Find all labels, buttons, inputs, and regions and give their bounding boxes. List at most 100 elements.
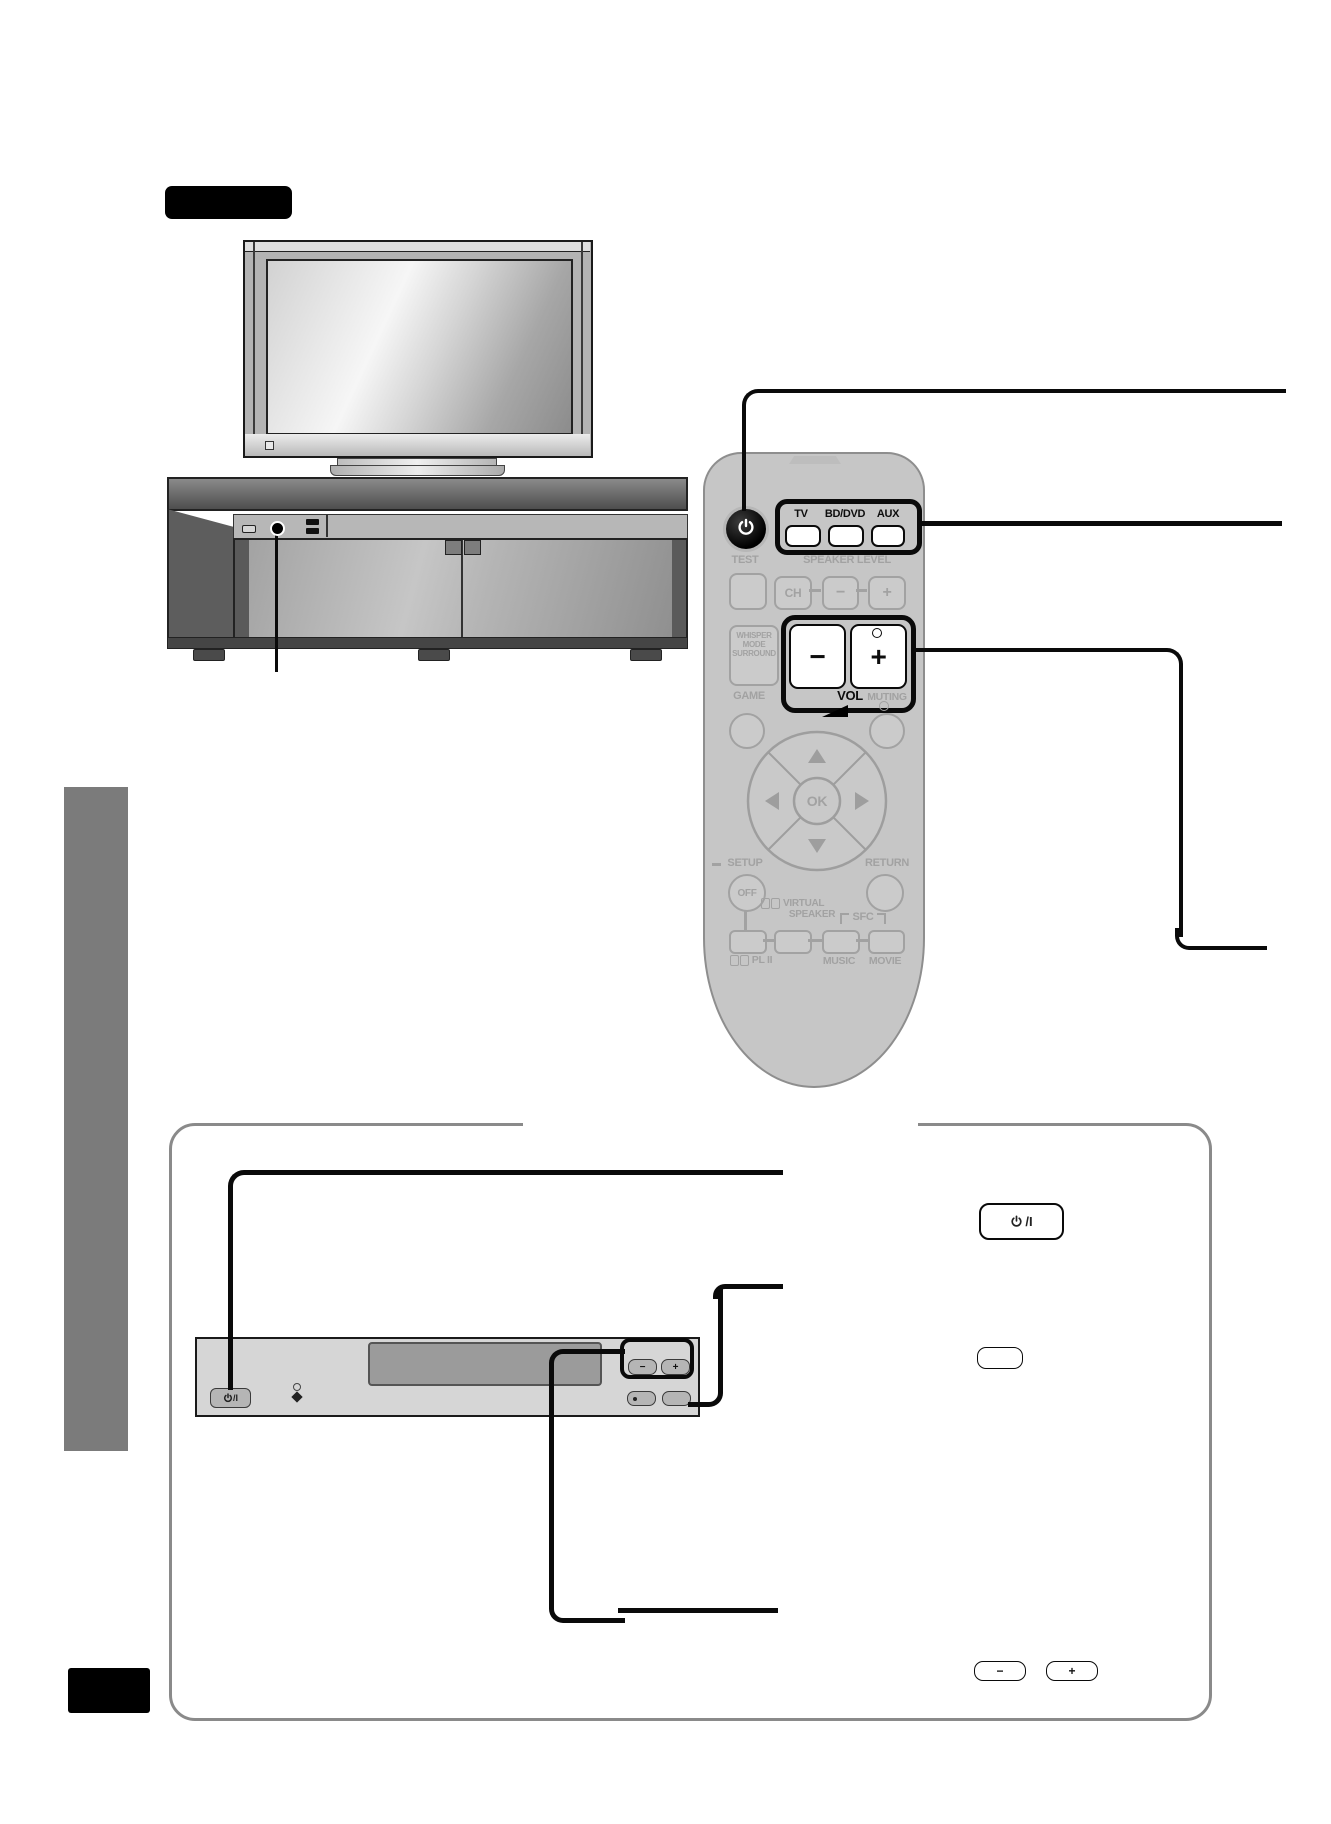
rack-unit-band	[233, 514, 688, 539]
speaker-minus-button: −	[822, 576, 859, 610]
sensor-diamond-icon	[291, 1391, 303, 1403]
connector	[809, 589, 821, 592]
vol-plus-indicator-icon	[872, 628, 882, 638]
connector	[856, 939, 868, 942]
vol-minus-glyph: −	[809, 640, 826, 672]
connector	[763, 939, 774, 942]
game-label: GAME	[733, 690, 765, 702]
unit-callout-line	[275, 531, 278, 672]
dolby-double-d-icon	[761, 898, 780, 909]
vol-label: VOL	[837, 688, 863, 703]
panel-power-button: /I	[210, 1388, 251, 1408]
aux-button	[871, 525, 905, 547]
power-callout-line	[742, 389, 1286, 511]
vol-button-group: − + VOL MUTING	[781, 615, 916, 717]
rack-bottom-board	[167, 637, 688, 649]
off-connector	[744, 910, 747, 930]
rack-foot-left	[193, 649, 225, 661]
off-button: OFF	[728, 874, 766, 912]
front-panel-diagram: /I − +	[195, 1337, 700, 1417]
rack-side-panel	[167, 509, 235, 639]
unit-callout-dot	[270, 521, 285, 536]
ref-plus-button: +	[1046, 1661, 1098, 1681]
tv-rack	[167, 477, 688, 661]
panel-vol-plus-button: +	[661, 1359, 690, 1375]
ref-minus-glyph: −	[996, 1664, 1004, 1678]
music-label: MUSIC	[822, 955, 856, 967]
tv-bezel-line-left	[253, 242, 255, 455]
panel-vol-minus-glyph: −	[639, 1361, 646, 1373]
vol-callout-line-b	[1174, 928, 1267, 950]
left-arrow-icon	[765, 792, 779, 810]
ref-power-button: /I	[979, 1203, 1064, 1240]
source-label-tv: TV	[794, 508, 808, 520]
ref-minus-button: −	[974, 1661, 1026, 1681]
info-box-border-gap	[523, 1115, 918, 1135]
muting-button	[869, 713, 905, 749]
rack-top-board	[167, 477, 688, 511]
power-icon	[736, 517, 756, 542]
sensor-circle-icon	[293, 1383, 301, 1391]
virtual-speaker-button	[774, 930, 812, 954]
power-icon	[1010, 1215, 1023, 1228]
door-frame-right	[672, 540, 686, 637]
sfc-label-group: SFC	[833, 911, 893, 925]
tv-illustration	[243, 240, 593, 458]
panel-vol-callout	[549, 1349, 625, 1623]
connector	[856, 589, 867, 592]
panel-button-callout-a	[688, 1288, 723, 1407]
panel-vol-plus-glyph: +	[672, 1361, 679, 1373]
sfc-bracket-left	[840, 913, 850, 924]
game-button	[729, 713, 765, 749]
rack-foot-right	[630, 649, 662, 661]
ref-blank-button	[977, 1347, 1023, 1369]
virtual-label: VIRTUAL	[783, 898, 825, 909]
remote-control: TV BD/DVD AUX TEST SPEAKER LEVEL CH − + …	[703, 452, 925, 1088]
rack-foot-middle	[418, 649, 450, 661]
unit-power-detail	[242, 525, 256, 533]
source-button-group: TV BD/DVD AUX	[775, 499, 922, 555]
power-icon	[223, 1393, 233, 1403]
source-callout-line	[920, 521, 1282, 526]
rack-glass-doors	[233, 538, 688, 639]
tv-bezel-line-right	[581, 242, 583, 455]
speaker-label: SPEAKER	[788, 909, 836, 920]
down-arrow-icon	[808, 839, 826, 853]
source-label-bddvd: BD/DVD	[824, 508, 866, 520]
tv-indicator	[265, 441, 274, 450]
ok-button-label: OK	[806, 793, 828, 809]
ir-window	[789, 456, 841, 464]
unit-display-detail-1	[306, 519, 319, 525]
right-arrow-icon	[855, 792, 869, 810]
muting-indicator-icon	[879, 701, 889, 711]
tv-bottom-strip	[245, 434, 590, 456]
dpad: OK	[745, 729, 889, 873]
speaker-level-label: SPEAKER LEVEL	[803, 554, 891, 566]
setup-bracket	[712, 863, 721, 866]
tv-button	[785, 525, 821, 547]
panel-vol-minus-button: −	[628, 1359, 657, 1375]
unit-divider	[326, 515, 328, 537]
whisper-line-3: SURROUND	[732, 649, 776, 658]
test-button	[729, 573, 767, 610]
panel-small-button-1	[627, 1391, 656, 1406]
section-badge-bottom	[68, 1668, 150, 1713]
side-tab-bar	[64, 787, 128, 1451]
vol-callout-line-a	[915, 648, 1183, 937]
tv-pedestal-base	[330, 465, 505, 476]
panel-small-button-2	[662, 1391, 691, 1406]
source-label-aux: AUX	[876, 508, 900, 520]
sfc-music-button	[822, 930, 860, 954]
pl2-label: PL II	[751, 954, 773, 966]
return-button	[866, 874, 904, 912]
bddvd-button	[828, 525, 864, 547]
volume-wedge-icon	[822, 705, 848, 717]
sfc-label: SFC	[852, 911, 874, 923]
connector	[808, 939, 822, 942]
sfc-bracket-right	[876, 913, 886, 924]
whisper-mode-button: WHISPER MODE SURROUND	[729, 625, 779, 686]
movie-label: MOVIE	[868, 955, 902, 967]
tv-top-strip	[245, 242, 590, 252]
remote-power-button	[726, 509, 766, 549]
